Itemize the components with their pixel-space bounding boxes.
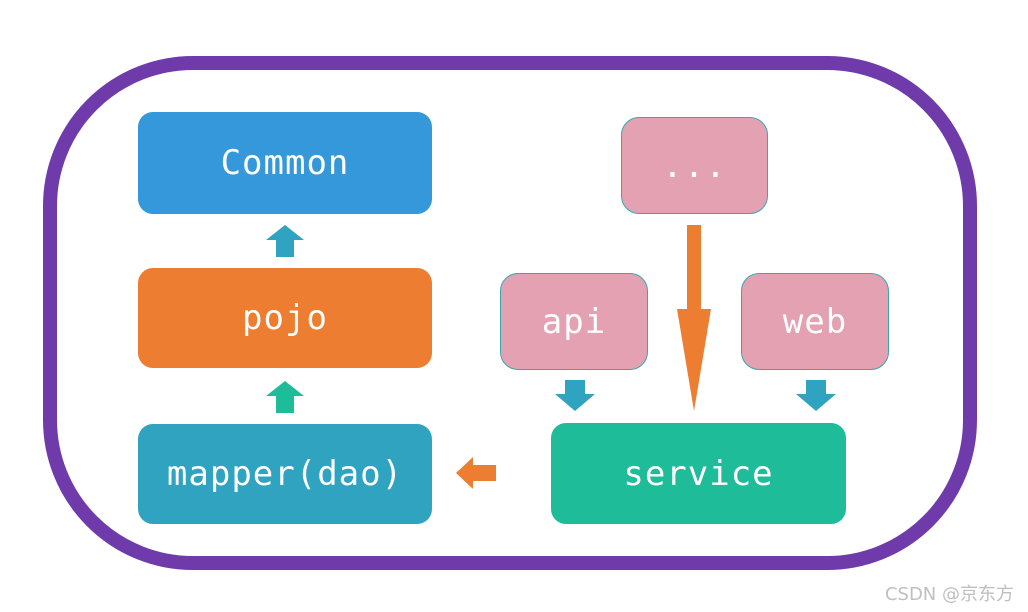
pojo-module-box: pojo — [138, 268, 432, 368]
ellipsis-module-box: ... — [621, 117, 768, 214]
watermark-text: CSDN @京东方 — [884, 584, 1014, 605]
service-module-box: service — [551, 423, 846, 524]
arrow-up-icon — [266, 381, 304, 413]
arrow-up-icon — [266, 225, 304, 257]
api-module-label: api — [541, 301, 607, 342]
service-module-label: service — [623, 453, 774, 494]
web-module-label: web — [782, 301, 848, 342]
arrow-down-icon — [677, 225, 711, 411]
web-module-box: web — [741, 273, 889, 370]
mapper-dao-module-label: mapper(dao) — [166, 454, 404, 494]
ellipsis-module-label: ... — [662, 145, 727, 186]
common-module-label: Common — [220, 143, 350, 183]
mapper-dao-module-box: mapper(dao) — [138, 424, 432, 524]
api-module-box: api — [500, 273, 648, 370]
arrow-left-icon — [456, 457, 496, 489]
pojo-module-label: pojo — [242, 298, 328, 338]
arrow-down-icon — [555, 380, 595, 411]
arrow-down-icon — [796, 380, 836, 411]
common-module-box: Common — [138, 112, 432, 214]
